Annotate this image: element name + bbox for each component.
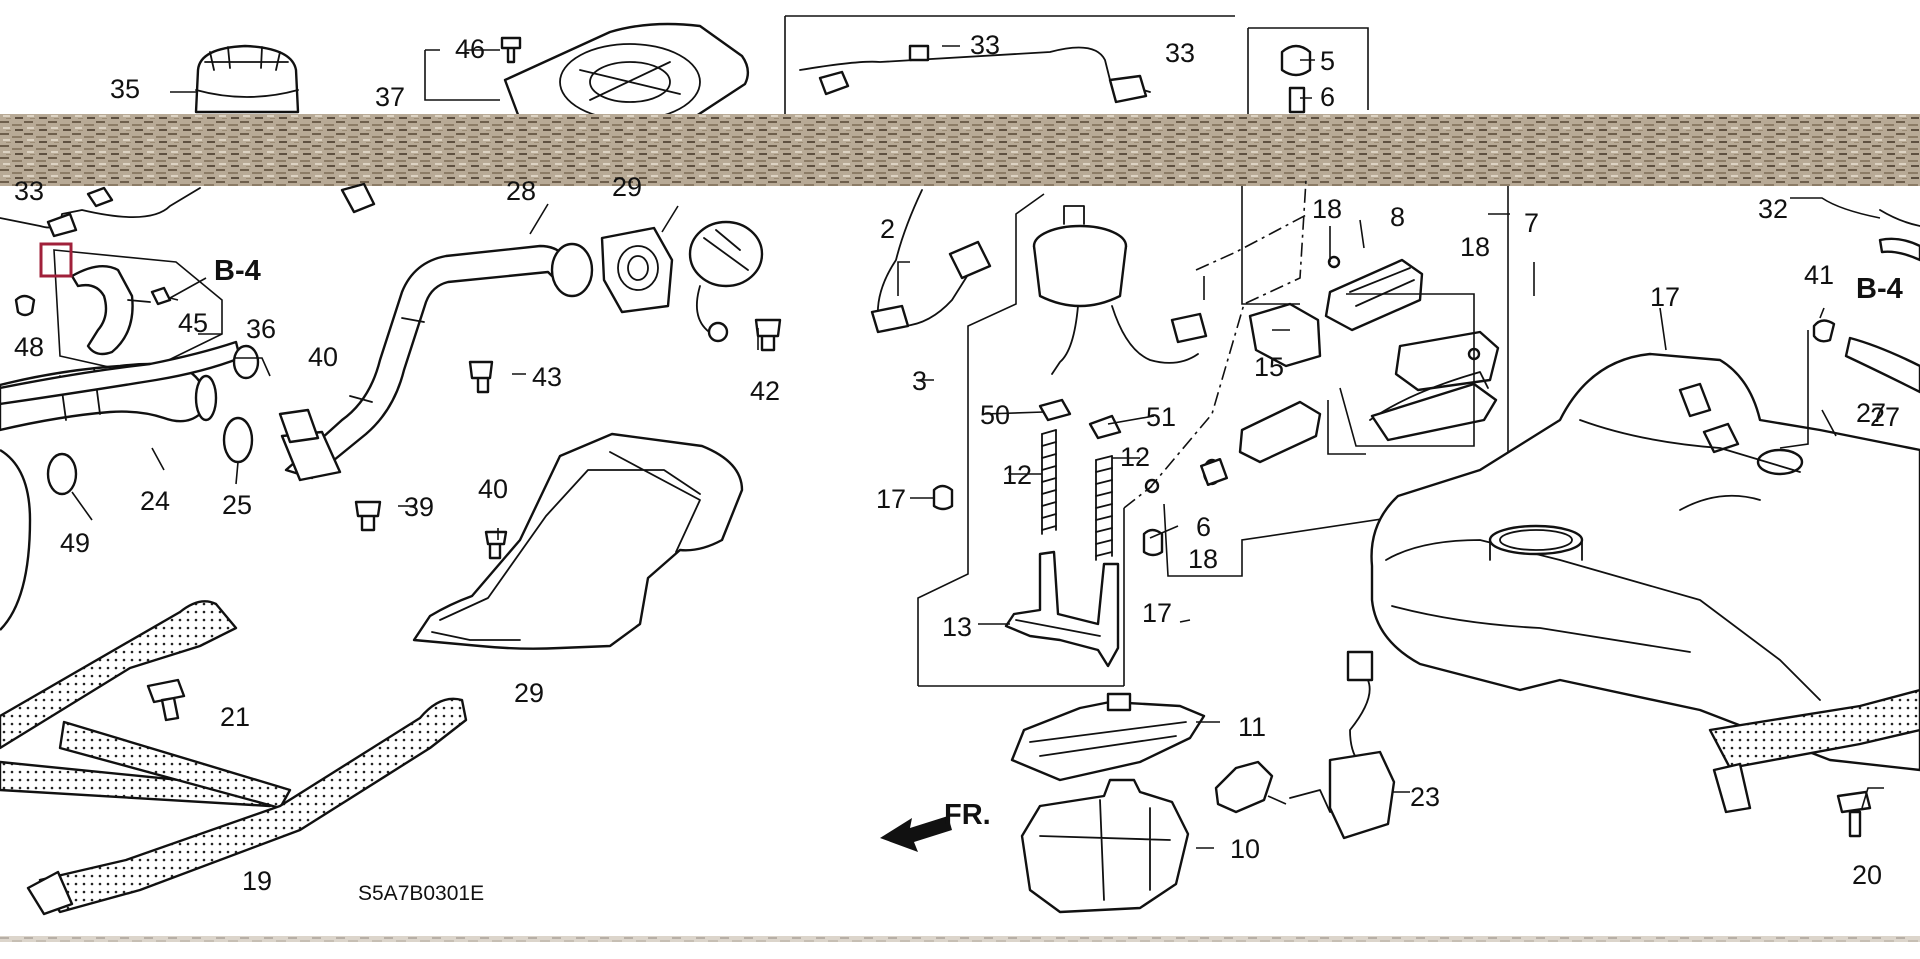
- callout-19: 19: [242, 866, 272, 896]
- callout-43: 42: [750, 376, 780, 406]
- callout-47: 45: [178, 308, 208, 338]
- fuel-filler-cap-part: [688, 220, 764, 343]
- vent-hose-part: [70, 264, 172, 356]
- callout-37: 37: [375, 82, 405, 112]
- callout-46: 46: [455, 34, 485, 64]
- front-direction-arrow: [880, 816, 952, 852]
- callout-26-right: 27: [1870, 402, 1900, 432]
- diagram-code: S5A7B0301E: [358, 882, 484, 905]
- callout-35: 35: [110, 74, 140, 104]
- fuel-filter-part: [1010, 692, 1206, 782]
- highlight-marker: [39, 242, 73, 278]
- filler-pipe-part: [278, 242, 594, 482]
- callout-10: 10: [1230, 834, 1260, 864]
- callout-51: 51: [1146, 402, 1176, 432]
- harness-part: [799, 44, 1151, 104]
- callout-20: 20: [1852, 860, 1882, 890]
- callout-17: 17: [1142, 598, 1172, 628]
- callout-3: 3: [912, 366, 927, 396]
- callout-17: 17: [876, 484, 906, 514]
- callout-15: 15: [1254, 352, 1284, 382]
- pump-harness-part: [870, 189, 992, 334]
- callout-49: 49: [60, 528, 90, 558]
- tank-strap-right-part: [1708, 688, 1920, 814]
- callout-25: 25: [222, 490, 252, 520]
- callout-11: 11: [1238, 712, 1266, 742]
- front-direction-label: FR.: [944, 799, 991, 831]
- callout-33: 33: [14, 176, 44, 206]
- callout-48: 48: [14, 332, 44, 362]
- callout-7: 7: [1524, 208, 1539, 238]
- lock-ring-part: [194, 44, 300, 114]
- callout-29: 29: [514, 678, 544, 708]
- callout-2: 2: [880, 214, 895, 244]
- reservoir-part: [1020, 778, 1190, 914]
- callout-6: 6: [1320, 82, 1335, 112]
- tank-strap-part: [0, 600, 468, 916]
- callout-9: 8: [1390, 202, 1405, 232]
- callout-32: 32: [1758, 194, 1788, 224]
- bolt-part: [146, 36, 1872, 838]
- callout-12: 12: [1120, 442, 1150, 472]
- fuel-tank-part: [1370, 352, 1920, 772]
- breather-tube-part: [0, 182, 376, 238]
- callout-50: 50: [980, 400, 1010, 430]
- ref-b4-right: B-4: [1856, 273, 1903, 305]
- callout-18: 18: [1188, 544, 1218, 574]
- pump-base-part: [1004, 550, 1120, 668]
- callout-13: 13: [942, 612, 972, 642]
- callout-21: 21: [220, 702, 250, 732]
- callout-40: 40: [478, 474, 508, 504]
- callout-labels: 35 37 46 33 33 5 6 33 28 29 2 18 8 18 7 …: [14, 30, 1903, 905]
- clip-part: [14, 294, 36, 317]
- callout-41: 40: [308, 342, 338, 372]
- callout-18: 18: [1312, 194, 1342, 224]
- callout-18: 18: [1460, 232, 1490, 262]
- callout-8: 6: [1196, 512, 1211, 542]
- callout-33: 33: [1165, 38, 1195, 68]
- callout-12: 12: [1002, 460, 1032, 490]
- scan-artifact-band: [0, 114, 1920, 186]
- callout-16: 17: [1650, 282, 1680, 312]
- callout-23: 23: [1410, 782, 1440, 812]
- ref-b4-left: B-4: [214, 255, 261, 287]
- scan-artifact-bottom: [0, 936, 1920, 942]
- callout-45: 43: [532, 362, 562, 392]
- fuel-level-sensor-part: [1214, 650, 1396, 840]
- callout-26: 27: [1856, 398, 1886, 428]
- pump-unit-part: [1248, 255, 1500, 442]
- fuel-pump-cover-part: [503, 22, 750, 122]
- spring-part: [1041, 429, 1113, 561]
- callout-33: 33: [970, 30, 1000, 60]
- hose-clamp-part: [46, 344, 260, 496]
- callout-24: 24: [140, 486, 170, 516]
- callout-27: 28: [506, 176, 536, 206]
- fuel-pump-motor-part: [1144, 400, 1322, 494]
- callout-28: 29: [612, 172, 642, 202]
- fuel-pump-flange-part: [1032, 205, 1208, 375]
- stopper-part: [932, 398, 1164, 557]
- heat-shield-part: [412, 432, 744, 650]
- filler-neck-part: [600, 226, 674, 314]
- callout-36: 36: [246, 314, 276, 344]
- callout-5: 5: [1320, 46, 1335, 76]
- grommet-part: [1280, 44, 1312, 114]
- callout-42: 41: [1804, 260, 1834, 290]
- callout-39: 39: [404, 492, 434, 522]
